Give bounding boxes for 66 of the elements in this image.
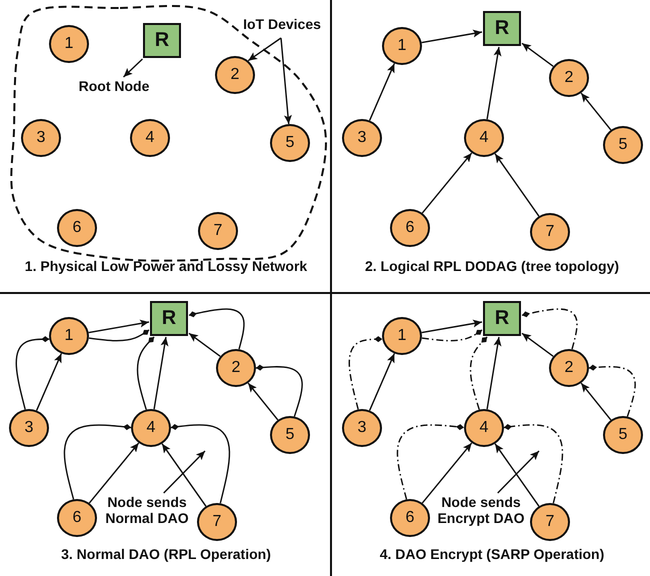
device-node-circle: 4 — [464, 119, 504, 157]
arrow — [522, 332, 554, 357]
annotation-text: Root Node — [64, 78, 164, 94]
root-node-box: R — [483, 10, 521, 46]
device-node-circle: 1 — [382, 27, 422, 65]
leader-arrow — [497, 450, 540, 494]
arrow — [188, 332, 221, 357]
device-node-circle: 7 — [530, 503, 570, 541]
panel-caption: 3. Normal DAO (RPL Operation) — [61, 546, 271, 562]
root-node-box: R — [483, 300, 521, 336]
device-node-circle: 4 — [131, 409, 171, 447]
arrow — [88, 320, 150, 334]
device-node-circle: 4 — [464, 409, 504, 447]
device-node-circle: 3 — [21, 119, 61, 157]
device-node-circle: 3 — [342, 119, 382, 157]
device-node-circle: 6 — [390, 209, 430, 247]
arrow — [88, 442, 140, 504]
arrow — [486, 336, 502, 410]
annotation-text: Node sends Normal DAO — [97, 494, 197, 526]
arrow — [494, 153, 540, 217]
arrow — [422, 320, 482, 334]
root-node-box: R — [150, 300, 188, 336]
annotation-text: Node sends Encrypt DAO — [429, 494, 533, 526]
arrow — [580, 382, 612, 420]
device-node-circle: 2 — [215, 56, 255, 94]
device-node-circle: 6 — [390, 499, 430, 537]
device-node-circle: 6 — [57, 499, 97, 537]
device-node-circle: 1 — [382, 317, 422, 355]
device-node-circle: 3 — [342, 409, 382, 447]
device-node-circle: 7 — [197, 503, 237, 541]
arrow — [123, 58, 143, 78]
device-node-circle: 2 — [216, 349, 256, 387]
device-node-circle: 5 — [603, 416, 643, 454]
annotation-text: IoT Devices — [232, 16, 332, 32]
arrow — [369, 63, 395, 121]
panel-caption: 1. Physical Low Power and Lossy Network — [24, 258, 308, 274]
arrow — [422, 152, 472, 214]
arrow — [162, 443, 206, 507]
arrow — [494, 443, 540, 507]
device-node-circle: 5 — [603, 126, 643, 164]
device-node-circle: 7 — [198, 212, 238, 250]
panel-caption: 4. DAO Encrypt (SARP Operation) — [380, 546, 604, 562]
device-node-circle: 6 — [57, 209, 97, 247]
arrow — [422, 442, 472, 504]
arrow — [422, 30, 482, 44]
arrow — [248, 37, 282, 62]
arrow — [369, 353, 395, 411]
device-node-circle: 1 — [49, 25, 89, 63]
device-node-circle: 1 — [49, 317, 89, 355]
arrow — [580, 92, 612, 130]
arrow — [248, 382, 278, 420]
arrow — [280, 38, 292, 124]
arrow — [522, 42, 554, 67]
device-node-circle: 4 — [130, 119, 170, 157]
device-node-circle: 2 — [549, 349, 589, 387]
root-node-box: R — [143, 22, 181, 58]
device-node-circle: 3 — [9, 409, 49, 447]
arrow — [36, 353, 62, 411]
panel-caption: 2. Logical RPL DODAG (tree topology) — [364, 258, 620, 274]
leader-arrow — [163, 450, 206, 494]
device-node-circle: 5 — [270, 416, 310, 454]
device-node-circle: 5 — [270, 124, 310, 162]
arrow — [486, 46, 502, 120]
arrow — [153, 336, 168, 410]
device-node-circle: 7 — [530, 213, 570, 251]
device-node-circle: 2 — [549, 59, 589, 97]
